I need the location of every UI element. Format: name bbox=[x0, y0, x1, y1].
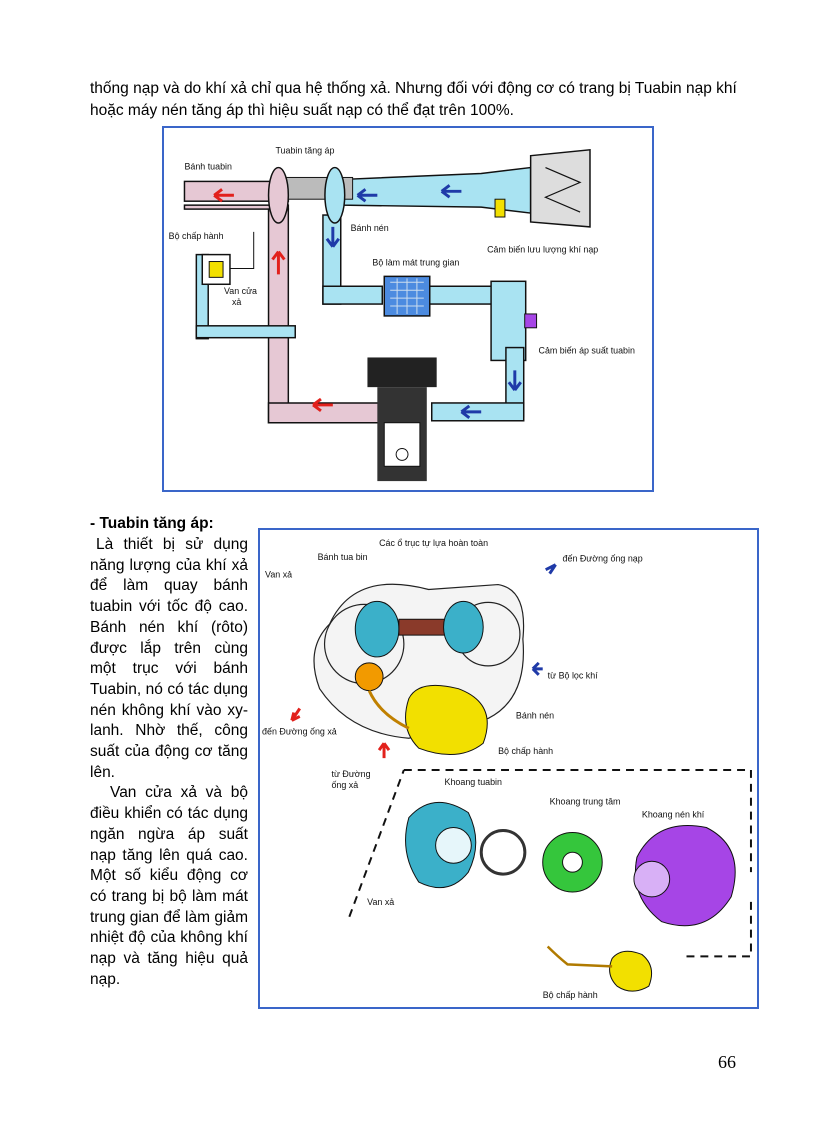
label-compressor-wheel-2: Bánh nén bbox=[516, 710, 554, 720]
label-turbocharger: Tuabin tăng áp bbox=[275, 146, 334, 156]
actuator-part bbox=[354, 662, 488, 756]
arrow-to-intake-icon bbox=[545, 563, 557, 575]
section-body: Là thiết bị sử dụng năng lượng của khí x… bbox=[90, 535, 248, 990]
boost-sensor-icon bbox=[524, 313, 538, 329]
label-compressor-housing: Khoang nén khí bbox=[642, 810, 705, 820]
turbocharger-exploded-diagram: Các ổ trục tự lựa hoàn toàn Bánh tua bin… bbox=[258, 528, 759, 1009]
exhaust-path bbox=[183, 180, 398, 424]
label-airflow-sensor: Cảm biến lưu lượng khí nạp bbox=[487, 245, 598, 255]
label-from-exhaust-2: ống xả bbox=[331, 780, 358, 790]
label-to-intake: đến Đường ống nạp bbox=[563, 554, 643, 564]
turbo-system-diagram: Tuabin tăng áp Bánh tuabin Bộ chấp hành … bbox=[162, 126, 654, 492]
label-wastegate-1: Van cửa bbox=[224, 286, 257, 296]
intro-paragraph: thống nạp và do khí xả chỉ qua hệ thống … bbox=[90, 80, 737, 119]
page-number: 66 bbox=[718, 1052, 736, 1072]
clamp-part bbox=[479, 828, 527, 876]
engine-cylinder bbox=[367, 357, 437, 482]
air-filter-housing bbox=[494, 148, 591, 228]
label-from-air-filter: từ Bộ lọc khí bbox=[548, 671, 599, 681]
turbine-wheel-part bbox=[354, 600, 484, 658]
center-housing-part bbox=[542, 831, 603, 893]
section-title: - Tuabin tăng áp: bbox=[90, 515, 214, 532]
label-boost-sensor: Cảm biến áp suất tuabin bbox=[539, 346, 635, 356]
label-to-exhaust: đến Đường ống xả bbox=[262, 726, 337, 736]
turbo-system-svg: Tuabin tăng áp Bánh tuabin Bộ chấp hành … bbox=[169, 146, 635, 482]
turbine-housing-part bbox=[405, 801, 477, 889]
section-paragraph-2: Van cửa xả và bộ điều khiển có tác dụng … bbox=[90, 784, 248, 988]
label-actuator-2: Bộ chấp hành bbox=[498, 746, 553, 756]
label-wastegate-valve: Van xả bbox=[367, 897, 394, 907]
arrow-to-exhaust-icon bbox=[290, 707, 301, 722]
actuator2-part bbox=[546, 945, 653, 992]
flow-arrows bbox=[213, 184, 522, 419]
section-paragraph-1: Là thiết bị sử dụng năng lượng của khí x… bbox=[90, 536, 248, 781]
label-intercooler: Bộ làm mát trung gian bbox=[372, 257, 459, 267]
label-turbine-wheel-2: Bánh tua bin bbox=[318, 552, 368, 562]
label-compressor-wheel: Bánh nén bbox=[351, 223, 389, 233]
label-center-housing: Khoang trung tâm bbox=[550, 797, 621, 807]
turbocharger-exploded-svg: Các ổ trục tự lựa hoàn toàn Bánh tua bin… bbox=[262, 538, 752, 1000]
label-wastegate-top: Van xả bbox=[265, 570, 292, 580]
intercooler bbox=[383, 275, 431, 317]
label-from-exhaust-1: từ Đường bbox=[331, 769, 370, 779]
label-bearings: Các ổ trục tự lựa hoàn toàn bbox=[379, 538, 488, 548]
label-turbine-wheel: Bánh tuabin bbox=[184, 162, 232, 172]
actuator-box bbox=[201, 231, 255, 286]
compressor-housing-part bbox=[633, 825, 736, 927]
label-wastegate-2: xả bbox=[232, 297, 241, 307]
turbocharger-unit bbox=[267, 166, 354, 224]
arrow-from-exhaust-icon bbox=[377, 742, 391, 759]
exploded-view-boundary bbox=[348, 768, 752, 958]
label-actuator: Bộ chấp hành bbox=[169, 231, 224, 241]
label-actuator-bottom: Bộ chấp hành bbox=[543, 990, 598, 1000]
label-turbine-housing: Khoang tuabin bbox=[445, 777, 502, 787]
arrow-from-filter-icon bbox=[531, 661, 543, 676]
